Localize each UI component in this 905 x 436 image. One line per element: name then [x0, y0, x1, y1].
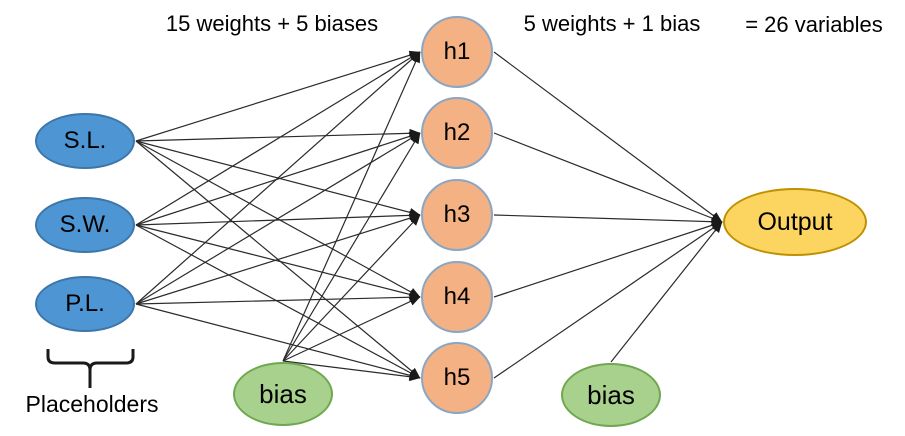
placeholders-label: Placeholders	[25, 391, 159, 417]
node-h2: h2	[421, 97, 493, 169]
edge-bias1-h2	[282, 132, 421, 362]
output-layer-count-label: 5 weights + 1 bias	[523, 11, 701, 36]
node-bias1: bias	[233, 362, 333, 426]
node-h3: h3	[421, 179, 493, 251]
edge-bias2-out	[610, 221, 723, 363]
edge-PL-h5	[135, 303, 421, 380]
node-label-h5: h5	[443, 364, 471, 391]
node-SW: S.W.	[35, 197, 135, 253]
edge-h3-out	[493, 214, 723, 227]
edge-SW-h3	[135, 210, 421, 226]
node-bias2: bias	[561, 363, 661, 427]
node-PL: P.L.	[35, 276, 135, 332]
edge-bias1-h1	[282, 51, 421, 362]
node-h5: h5	[421, 342, 493, 414]
edge-SW-h1	[135, 51, 421, 226]
node-out: Output	[723, 188, 867, 256]
edge-SL-h1	[135, 50, 421, 142]
node-label-PL: P.L.	[65, 290, 105, 317]
node-label-h4: h4	[443, 283, 471, 310]
node-label-h1: h1	[443, 38, 471, 65]
node-h4: h4	[421, 261, 493, 333]
hidden-layer-count-label: 15 weights + 5 biases	[165, 11, 379, 36]
edge-bias1-h4	[282, 296, 421, 362]
edge-SW-h4	[135, 224, 421, 299]
edge-SW-h5	[135, 224, 421, 379]
node-label-bias1: bias	[259, 378, 307, 409]
edge-PL-h4	[135, 292, 421, 305]
node-label-SL: S.L.	[63, 127, 107, 154]
edge-bias1-h3	[282, 214, 421, 362]
total-variables-label: = 26 variables	[745, 12, 883, 37]
node-SL: S.L.	[35, 113, 135, 169]
node-h1: h1	[421, 16, 493, 88]
edge-SL-h2	[135, 128, 421, 142]
node-label-h2: h2	[443, 119, 471, 146]
edge-PL-h3	[135, 213, 421, 305]
edge-PL-h1	[135, 51, 421, 305]
edge-h4-out	[493, 221, 723, 298]
edge-PL-h2	[135, 132, 421, 305]
edge-h2-out	[493, 132, 723, 223]
node-label-SW: S.W.	[59, 211, 111, 238]
node-label-out: Output	[757, 207, 833, 236]
edge-h1-out	[493, 51, 723, 223]
edge-SW-h2	[135, 131, 421, 226]
edge-bias1-h5	[282, 360, 421, 382]
placeholders-brace	[46, 349, 135, 388]
node-label-h3: h3	[443, 201, 471, 228]
node-label-bias2: bias	[587, 379, 635, 410]
edge-h5-out	[493, 221, 723, 379]
